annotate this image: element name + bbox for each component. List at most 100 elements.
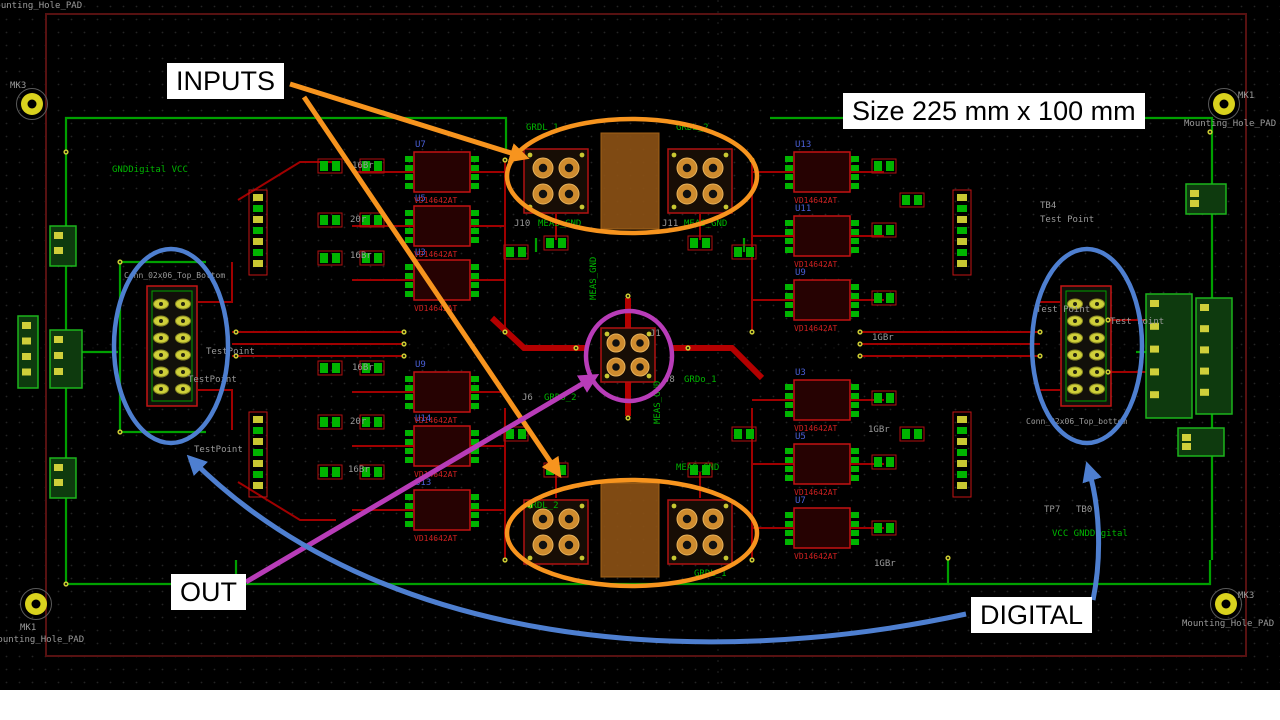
digital-label: DIGITAL [971, 597, 1093, 633]
svg-text:VD14642AT: VD14642AT [414, 250, 458, 259]
edge-connector [1195, 297, 1233, 415]
svg-text:VD14642AT: VD14642AT [414, 416, 458, 425]
silk-label: Conn_02x06_Top_Bottom [124, 271, 225, 280]
silk-label: TP7 [1044, 505, 1060, 515]
digital-arrow-right [1082, 461, 1102, 601]
net-label: GRDL_1 [526, 123, 559, 133]
silk-label: 16Br [352, 363, 374, 373]
discrete-component [871, 454, 897, 470]
edge-connector [1185, 183, 1227, 215]
svg-text:U13: U13 [795, 140, 811, 150]
silk-label: Conn_02x06_Top_bottom [1026, 417, 1127, 426]
digital-curve-left [186, 454, 967, 645]
silk-label: J10 [514, 219, 530, 229]
net-label: MEAS_GND [653, 381, 663, 424]
output-connector [600, 327, 656, 383]
discrete-component [317, 250, 343, 266]
silk-label: Test Point [1040, 215, 1094, 225]
inputs-ellipse-top [504, 116, 760, 236]
svg-text:MK3: MK3 [1238, 591, 1254, 601]
discrete-component [359, 360, 385, 376]
svg-text:U11: U11 [795, 204, 811, 214]
out-label: OUT [171, 574, 246, 610]
discrete-component [871, 158, 897, 174]
svg-text:VD14642AT: VD14642AT [794, 424, 838, 433]
silk-label: TestPoint [194, 445, 243, 455]
edge-connector [49, 457, 77, 499]
svg-text:VD14642AT: VD14642AT [414, 304, 458, 313]
board-outline [45, 13, 1247, 657]
silk-label: J1 [650, 329, 661, 339]
svg-text:Mounting_Hole_PAD: Mounting_Hole_PAD [0, 635, 84, 645]
discrete-component [503, 426, 529, 442]
svg-text:VD14642AT: VD14642AT [794, 260, 838, 269]
svg-text:MK3: MK3 [10, 81, 26, 91]
svg-text:Mounting_Hole_PAD: Mounting_Hole_PAD [0, 1, 82, 11]
silk-label: Test Point [1110, 317, 1164, 327]
digital-ellipse-left [111, 246, 231, 446]
discrete-component [503, 244, 529, 260]
discrete-component [359, 212, 385, 228]
inputs-ellipse-bottom [504, 477, 760, 589]
svg-text:U14: U14 [415, 414, 431, 424]
discrete-component [317, 360, 343, 376]
size-label: Size 225 mm x 100 mm [843, 93, 1145, 129]
svg-text:VD14642AT: VD14642AT [794, 196, 838, 205]
svg-text:VD14642AT: VD14642AT [794, 552, 838, 561]
discrete-component [543, 235, 569, 251]
svg-text:MK1: MK1 [1238, 91, 1254, 101]
silk-label: TB4 [1040, 201, 1056, 211]
svg-text:VD14642AT: VD14642AT [414, 534, 458, 543]
discrete-component [731, 426, 757, 442]
pin-header [248, 411, 268, 498]
input-connector [667, 148, 733, 214]
input-connector [667, 499, 733, 565]
out-ellipse [583, 308, 675, 404]
discrete-component [359, 414, 385, 430]
edge-connector [49, 329, 83, 389]
copper-zone [600, 482, 660, 578]
inputs-label: INPUTS [167, 63, 285, 99]
edge-connector [1177, 427, 1225, 457]
silk-label: TestPoint [206, 347, 255, 357]
svg-text:U5: U5 [415, 194, 426, 204]
svg-text:Mounting_Hole_PAD: Mounting_Hole_PAD [1184, 119, 1276, 129]
copper-zone [600, 132, 660, 230]
net-label: MEAS_GND [589, 257, 599, 300]
discrete-component [687, 462, 713, 478]
input-connector [523, 148, 589, 214]
net-label: VCC GNDDigital [1052, 529, 1128, 539]
discrete-component [317, 212, 343, 228]
discrete-component [317, 464, 343, 480]
silk-label: 20r [350, 417, 367, 427]
digital-connector [146, 285, 198, 407]
svg-text:VD14642AT: VD14642AT [414, 470, 458, 479]
svg-text:U3: U3 [415, 248, 426, 258]
inputs-arrow-2 [301, 95, 562, 478]
digital-ellipse-right [1029, 246, 1145, 446]
silk-label: TB0 [1076, 505, 1092, 515]
net-label: GRDo_1 [684, 375, 717, 385]
silk-label: 16Br [348, 465, 370, 475]
silk-label: 16Br [350, 251, 372, 261]
svg-text:U13: U13 [415, 478, 431, 488]
svg-text:U3: U3 [795, 368, 806, 378]
discrete-component [871, 290, 897, 306]
net-label: GRDL_2 [526, 501, 559, 511]
svg-text:MK1: MK1 [20, 623, 36, 633]
discrete-component [687, 235, 713, 251]
silk-label: 16Br [352, 161, 374, 171]
svg-text:U9: U9 [795, 268, 806, 278]
discrete-component [317, 158, 343, 174]
